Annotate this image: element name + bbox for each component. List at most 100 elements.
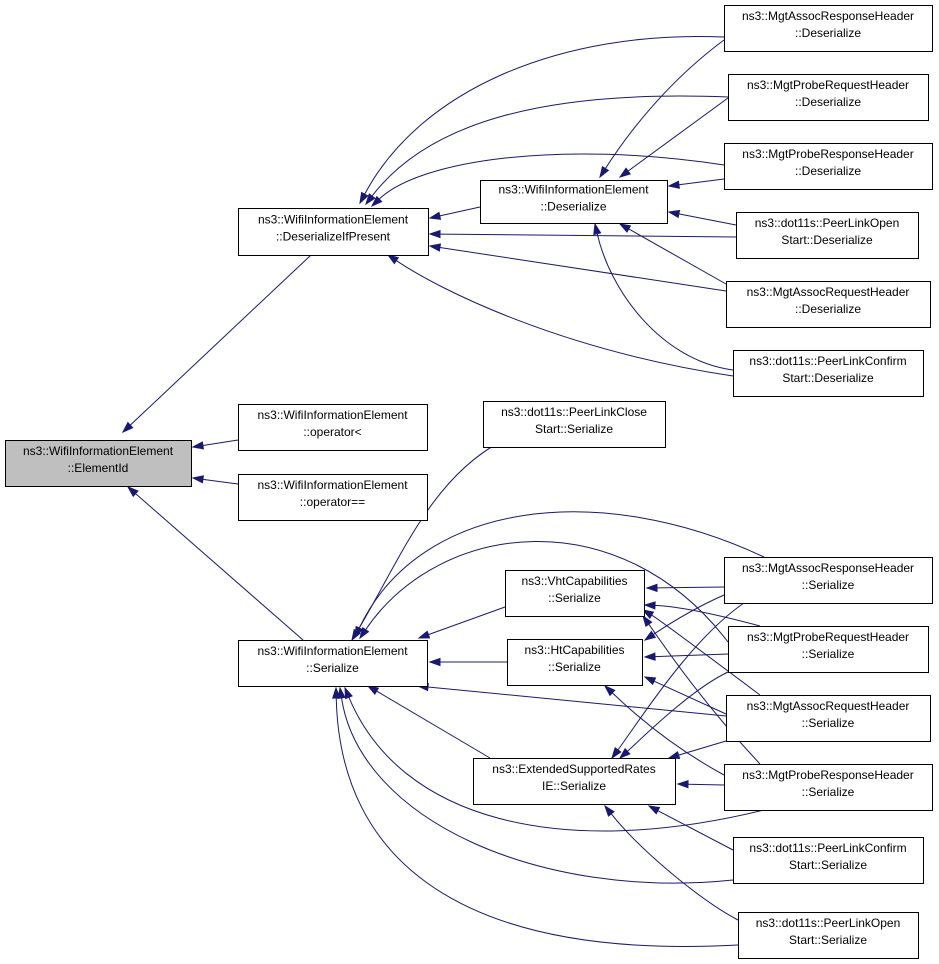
node-label-line: ::Deserialize — [540, 200, 606, 214]
edge-arrowhead — [643, 601, 656, 610]
edge-line — [428, 606, 506, 636]
edge-arrowhead — [121, 421, 134, 434]
edge-maq_s-to-esr — [667, 740, 727, 760]
edge-line — [627, 97, 729, 172]
edge-arrowhead — [365, 193, 376, 206]
edge-arrowhead — [332, 686, 341, 699]
node-label-line: ::Serialize — [548, 660, 601, 674]
node-label-line: ::operator== — [300, 495, 365, 509]
edge-line — [439, 206, 481, 217]
edge-arrowhead — [642, 614, 653, 627]
edge-line — [396, 260, 734, 377]
edge-mpq_s-to-vht — [643, 601, 761, 627]
edge-eqop-to-root — [191, 475, 239, 485]
node-box — [473, 758, 676, 805]
node-vht[interactable]: ns3::VhtCapabilities::Serialize — [505, 570, 645, 617]
edge-mpq_s-to-esr — [618, 671, 729, 760]
node-box — [483, 401, 666, 448]
edge-line — [653, 594, 725, 635]
edge-line — [358, 511, 765, 629]
edge-arrowhead — [604, 804, 615, 817]
edge-mpr_s-to-ser — [344, 686, 765, 832]
node-plcl_s[interactable]: ns3::dot11s::PeerLinkCloseStart::Seriali… — [483, 401, 666, 448]
edge-mpr_s-to-ht — [603, 684, 725, 776]
edge-arrowhead — [359, 626, 370, 640]
node-label-line: ns3::MgtProbeResponseHeader — [742, 768, 913, 782]
node-mpr_d[interactable]: ns3::MgtProbeResponseHeader::Deserialize — [724, 143, 933, 190]
node-mar_d[interactable]: ns3::MgtAssocResponseHeader::Deserialize — [724, 5, 933, 52]
edge-maq_d-to-dip — [428, 243, 727, 292]
node-plo_d[interactable]: ns3::dot11s::PeerLinkOpenStart::Deserial… — [736, 212, 919, 259]
edge-mpq_d-to-dip — [365, 95, 729, 206]
edge-arrowhead — [647, 805, 661, 815]
edge-arrowhead — [344, 686, 353, 700]
node-label-line: ns3::dot11s::PeerLinkConfirm — [749, 354, 906, 368]
node-ht[interactable]: ns3::HtCapabilities::Serialize — [507, 639, 643, 686]
edge-arrowhead — [337, 686, 346, 700]
edge-line — [678, 740, 727, 756]
node-ltop[interactable]: ns3::WifiInformationElement::operator< — [238, 404, 428, 451]
edge-mpq_s-to-ht — [643, 652, 729, 661]
edge-des-to-dip — [428, 206, 481, 220]
node-layer: ns3::WifiInformationElement::ElementIdns… — [5, 5, 933, 959]
edge-mar_s-to-ht — [643, 594, 725, 641]
edge-ltop-to-root — [191, 439, 239, 450]
node-maq_d[interactable]: ns3::MgtAssocRequestHeader::Deserialize — [726, 281, 931, 328]
node-label-line: ::Serialize — [306, 661, 359, 675]
edge-mpq_d-to-des — [618, 97, 729, 178]
edge-arrowhead — [618, 747, 631, 760]
node-plo_s[interactable]: ns3::dot11s::PeerLinkOpenStart::Serializ… — [738, 912, 919, 959]
edge-arrowhead — [645, 583, 658, 593]
edge-line — [371, 95, 729, 197]
node-mpr_s[interactable]: ns3::MgtProbeResponseHeader::Serialize — [724, 764, 933, 811]
node-label-line: ns3::WifiInformationElement — [498, 183, 649, 197]
node-box — [238, 640, 428, 687]
edge-plo_d-to-dip — [428, 229, 737, 239]
node-label-line: ns3::MgtAssocResponseHeader — [742, 9, 914, 23]
edge-arrowhead — [428, 243, 442, 252]
node-maq_s[interactable]: ns3::MgtAssocRequestHeader::Serialize — [726, 695, 931, 742]
edge-arrowhead — [643, 652, 656, 661]
edge-line — [653, 680, 727, 715]
edge-line — [439, 247, 727, 292]
node-label-line: ns3::dot11s::PeerLinkClose — [501, 405, 647, 419]
edge-arrowhead — [643, 676, 657, 686]
node-mpq_d[interactable]: ns3::MgtProbeRequestHeader::Deserialize — [728, 74, 929, 121]
edge-arrowhead — [191, 441, 205, 450]
edge-line — [687, 783, 725, 786]
node-dip[interactable]: ns3::WifiInformationElement::Deserialize… — [238, 208, 429, 256]
edge-plc_d-to-dip — [386, 254, 734, 377]
node-plc_d[interactable]: ns3::dot11s::PeerLinkConfirmStart::Deser… — [733, 350, 924, 397]
node-box — [505, 570, 645, 617]
edge-arrowhead — [643, 630, 657, 641]
node-label-line: ::Deserialize — [795, 302, 861, 316]
node-eqop[interactable]: ns3::WifiInformationElement::operator== — [238, 474, 428, 521]
edge-line — [628, 228, 727, 285]
edge-line — [335, 697, 739, 947]
edge-line — [376, 690, 491, 759]
node-label-line: ns3::ExtendedSupportedRates — [492, 762, 655, 776]
edge-vht-to-ser — [417, 606, 506, 639]
node-label-line: ::Deserialize — [795, 26, 861, 40]
node-box — [724, 5, 933, 52]
edge-mar_d-to-des — [599, 39, 725, 179]
edge-arrowhead — [603, 684, 616, 697]
edge-line — [356, 441, 501, 632]
edge-plo_s-to-esr — [604, 804, 739, 921]
edge-arrowhead — [359, 191, 369, 205]
edge-line — [378, 153, 725, 200]
node-mpq_s[interactable]: ns3::MgtProbeRequestHeader::Serialize — [728, 626, 929, 673]
node-ser[interactable]: ns3::WifiInformationElement::Serialize — [238, 640, 428, 687]
node-mar_s[interactable]: ns3::MgtAssocResponseHeader::Serialize — [724, 557, 933, 604]
node-des[interactable]: ns3::WifiInformationElement::Deserialize — [480, 180, 668, 224]
node-box — [726, 695, 931, 742]
node-label-line: ::Serialize — [802, 785, 855, 799]
edge-line — [364, 35, 725, 195]
edge-arrowhead — [126, 486, 139, 498]
node-plc_s[interactable]: ns3::dot11s::PeerLinkConfirmStart::Seria… — [733, 837, 924, 884]
edge-maq_s-to-ser — [416, 682, 727, 717]
node-label-line: ns3::dot11s::PeerLinkOpen — [756, 916, 901, 930]
edge-ht-to-ser — [428, 657, 507, 667]
edge-arrowhead — [354, 625, 364, 639]
